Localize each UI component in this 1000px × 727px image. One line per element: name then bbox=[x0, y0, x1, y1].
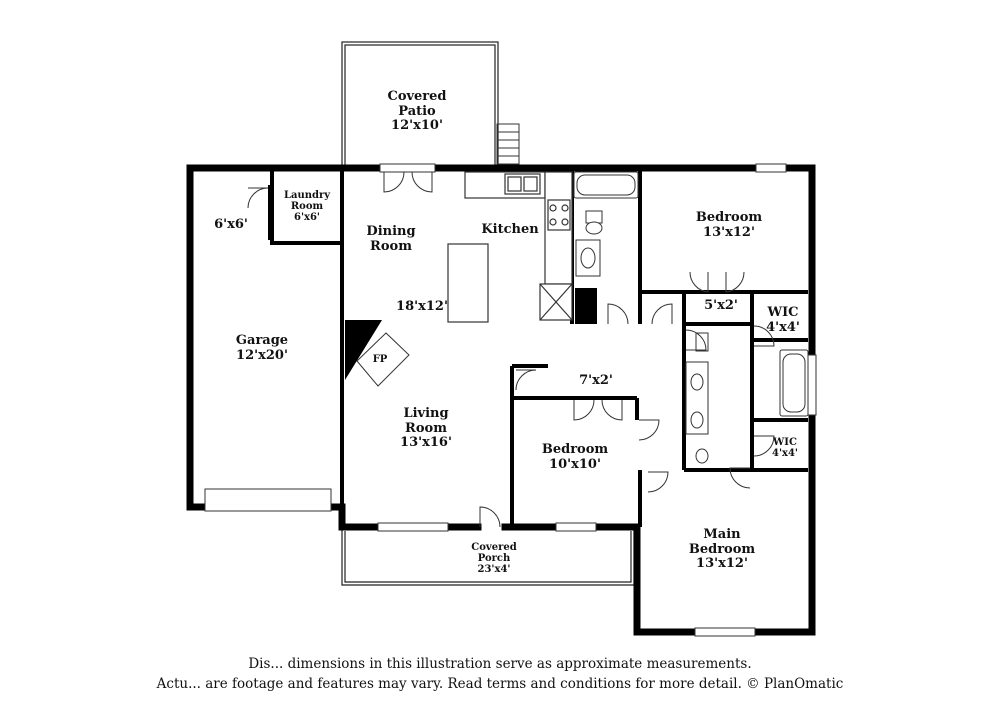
main-bedroom-name-line1: Main bbox=[703, 527, 741, 542]
laundry-dim: 6'x6' bbox=[293, 212, 320, 224]
fireplace-label: FP bbox=[373, 354, 388, 365]
covered-porch-dim: 23'x4' bbox=[477, 564, 511, 576]
covered-porch-name-line1: Covered bbox=[471, 542, 517, 553]
laundry-name-line1: Laundry bbox=[283, 190, 331, 201]
garage-name: Garage bbox=[235, 333, 289, 348]
bathroom-fixtures bbox=[573, 171, 809, 464]
main-bedroom-label: Main Bedroom 13'x12' bbox=[688, 527, 756, 572]
fridge-block bbox=[575, 288, 597, 324]
living-name-line1: Living bbox=[403, 406, 449, 421]
covered-porch-name-line2: Porch bbox=[477, 553, 511, 565]
patio-steps bbox=[496, 123, 520, 165]
garage-label: Garage 12'x20' bbox=[235, 333, 289, 363]
disclaimer-line-1: Dis... dimensions in this illustration s… bbox=[248, 656, 752, 672]
covered-porch-label: Covered Porch 23'x4' bbox=[471, 542, 516, 576]
covered-patio-name-line1: Covered bbox=[387, 89, 447, 104]
living-dim: 13'x16' bbox=[400, 435, 452, 451]
closet-7x2-label: 7'x2' bbox=[579, 373, 613, 389]
wic-top-dim: 4'x4' bbox=[766, 319, 800, 335]
covered-patio-name-line2: Patio bbox=[398, 103, 436, 119]
wic-top-name: WIC bbox=[767, 305, 799, 320]
bedroom-ne-name: Bedroom bbox=[695, 210, 763, 225]
exterior-windows bbox=[204, 163, 817, 637]
wic-top-label: WIC 4'x4' bbox=[766, 305, 800, 335]
closet-6x6-dim: 6'x6' bbox=[214, 217, 248, 232]
kitchen-dim: 18'x12' bbox=[396, 299, 448, 314]
wic-bottom-dim: 4'x4' bbox=[771, 448, 799, 460]
closet-6x6-label: 6'x6' bbox=[214, 217, 248, 233]
covered-patio-dim: 12'x10' bbox=[391, 118, 443, 134]
covered-patio-label: Covered Patio 12'x10' bbox=[387, 89, 447, 134]
living-room-label: Living Room 13'x16' bbox=[400, 406, 452, 451]
dining-name-line2: Room bbox=[370, 238, 412, 254]
closet-5x2-label: 5'x2' bbox=[704, 298, 738, 314]
dining-room-label: Dining Room bbox=[366, 224, 416, 254]
wic-bottom-name: WIC bbox=[773, 437, 797, 448]
fireplace-name: FP bbox=[372, 354, 388, 365]
kitchen-counters bbox=[447, 171, 573, 323]
main-bedroom-name-line2: Bedroom bbox=[688, 541, 756, 557]
kitchen-name: Kitchen bbox=[481, 222, 539, 237]
bedroom-ne-dim: 13'x12' bbox=[703, 224, 755, 240]
laundry-name-line2: Room bbox=[290, 201, 324, 213]
living-name-line2: Room bbox=[405, 420, 447, 436]
bedroom-mid-name: Bedroom bbox=[541, 442, 609, 457]
main-bedroom-dim: 13'x12' bbox=[696, 556, 748, 572]
bedroom-mid-dim: 10'x10' bbox=[549, 456, 601, 472]
closet-7x2-dim: 7'x2' bbox=[579, 373, 613, 388]
kitchen-label: Kitchen bbox=[481, 222, 539, 238]
fireplace-shape bbox=[345, 320, 410, 387]
dining-name-line1: Dining bbox=[366, 224, 416, 239]
bedroom-ne-label: Bedroom 13'x12' bbox=[695, 210, 763, 240]
laundry-room-label: Laundry Room 6'x6' bbox=[284, 190, 330, 224]
door-swings bbox=[247, 171, 775, 528]
kitchen-dim-label: 18'x12' bbox=[396, 299, 448, 315]
wic-bottom-label: WIC 4'x4' bbox=[772, 437, 798, 459]
bedroom-mid-label: Bedroom 10'x10' bbox=[541, 442, 609, 472]
garage-dim: 12'x20' bbox=[236, 347, 288, 363]
closet-5x2-dim: 5'x2' bbox=[704, 298, 738, 313]
disclaimer-line-2: Actu... are footage and features may var… bbox=[156, 676, 844, 692]
